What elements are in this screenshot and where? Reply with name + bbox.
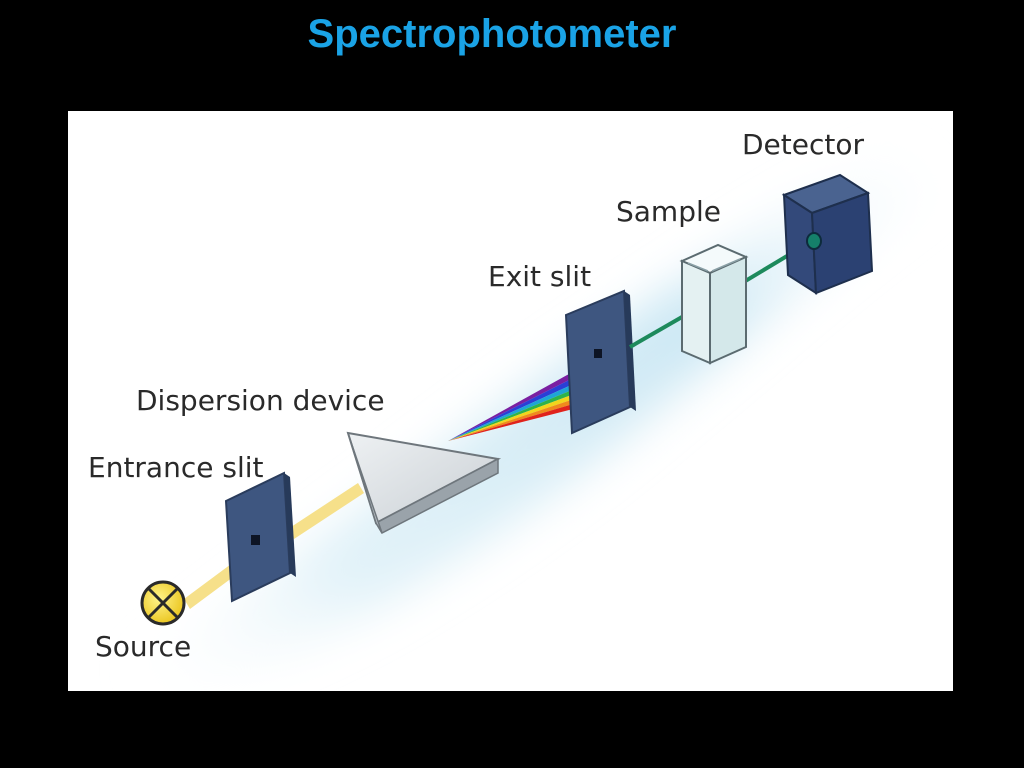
label-dispersion-device: Dispersion device [136, 384, 385, 417]
label-sample: Sample [616, 195, 721, 228]
diagram-panel: Detector Sample Exit slit Dispersion dev… [68, 111, 953, 691]
light-beam-2 [288, 483, 364, 539]
detector-box [781, 173, 874, 295]
sample-cuvette [679, 243, 749, 365]
label-entrance-slit: Entrance slit [88, 451, 264, 484]
exit-slit [564, 289, 636, 435]
source-lamp-icon [140, 580, 186, 626]
output-beam-1 [629, 315, 683, 349]
label-exit-slit: Exit slit [488, 260, 591, 293]
label-source: Source [95, 630, 191, 663]
entrance-slit [224, 471, 296, 603]
dispersion-device-prism [346, 431, 502, 534]
label-detector: Detector [742, 128, 864, 161]
slide-title: Spectrophotometer [307, 12, 677, 56]
spectrophotometer-diagram: Detector Sample Exit slit Dispersion dev… [88, 128, 938, 691]
